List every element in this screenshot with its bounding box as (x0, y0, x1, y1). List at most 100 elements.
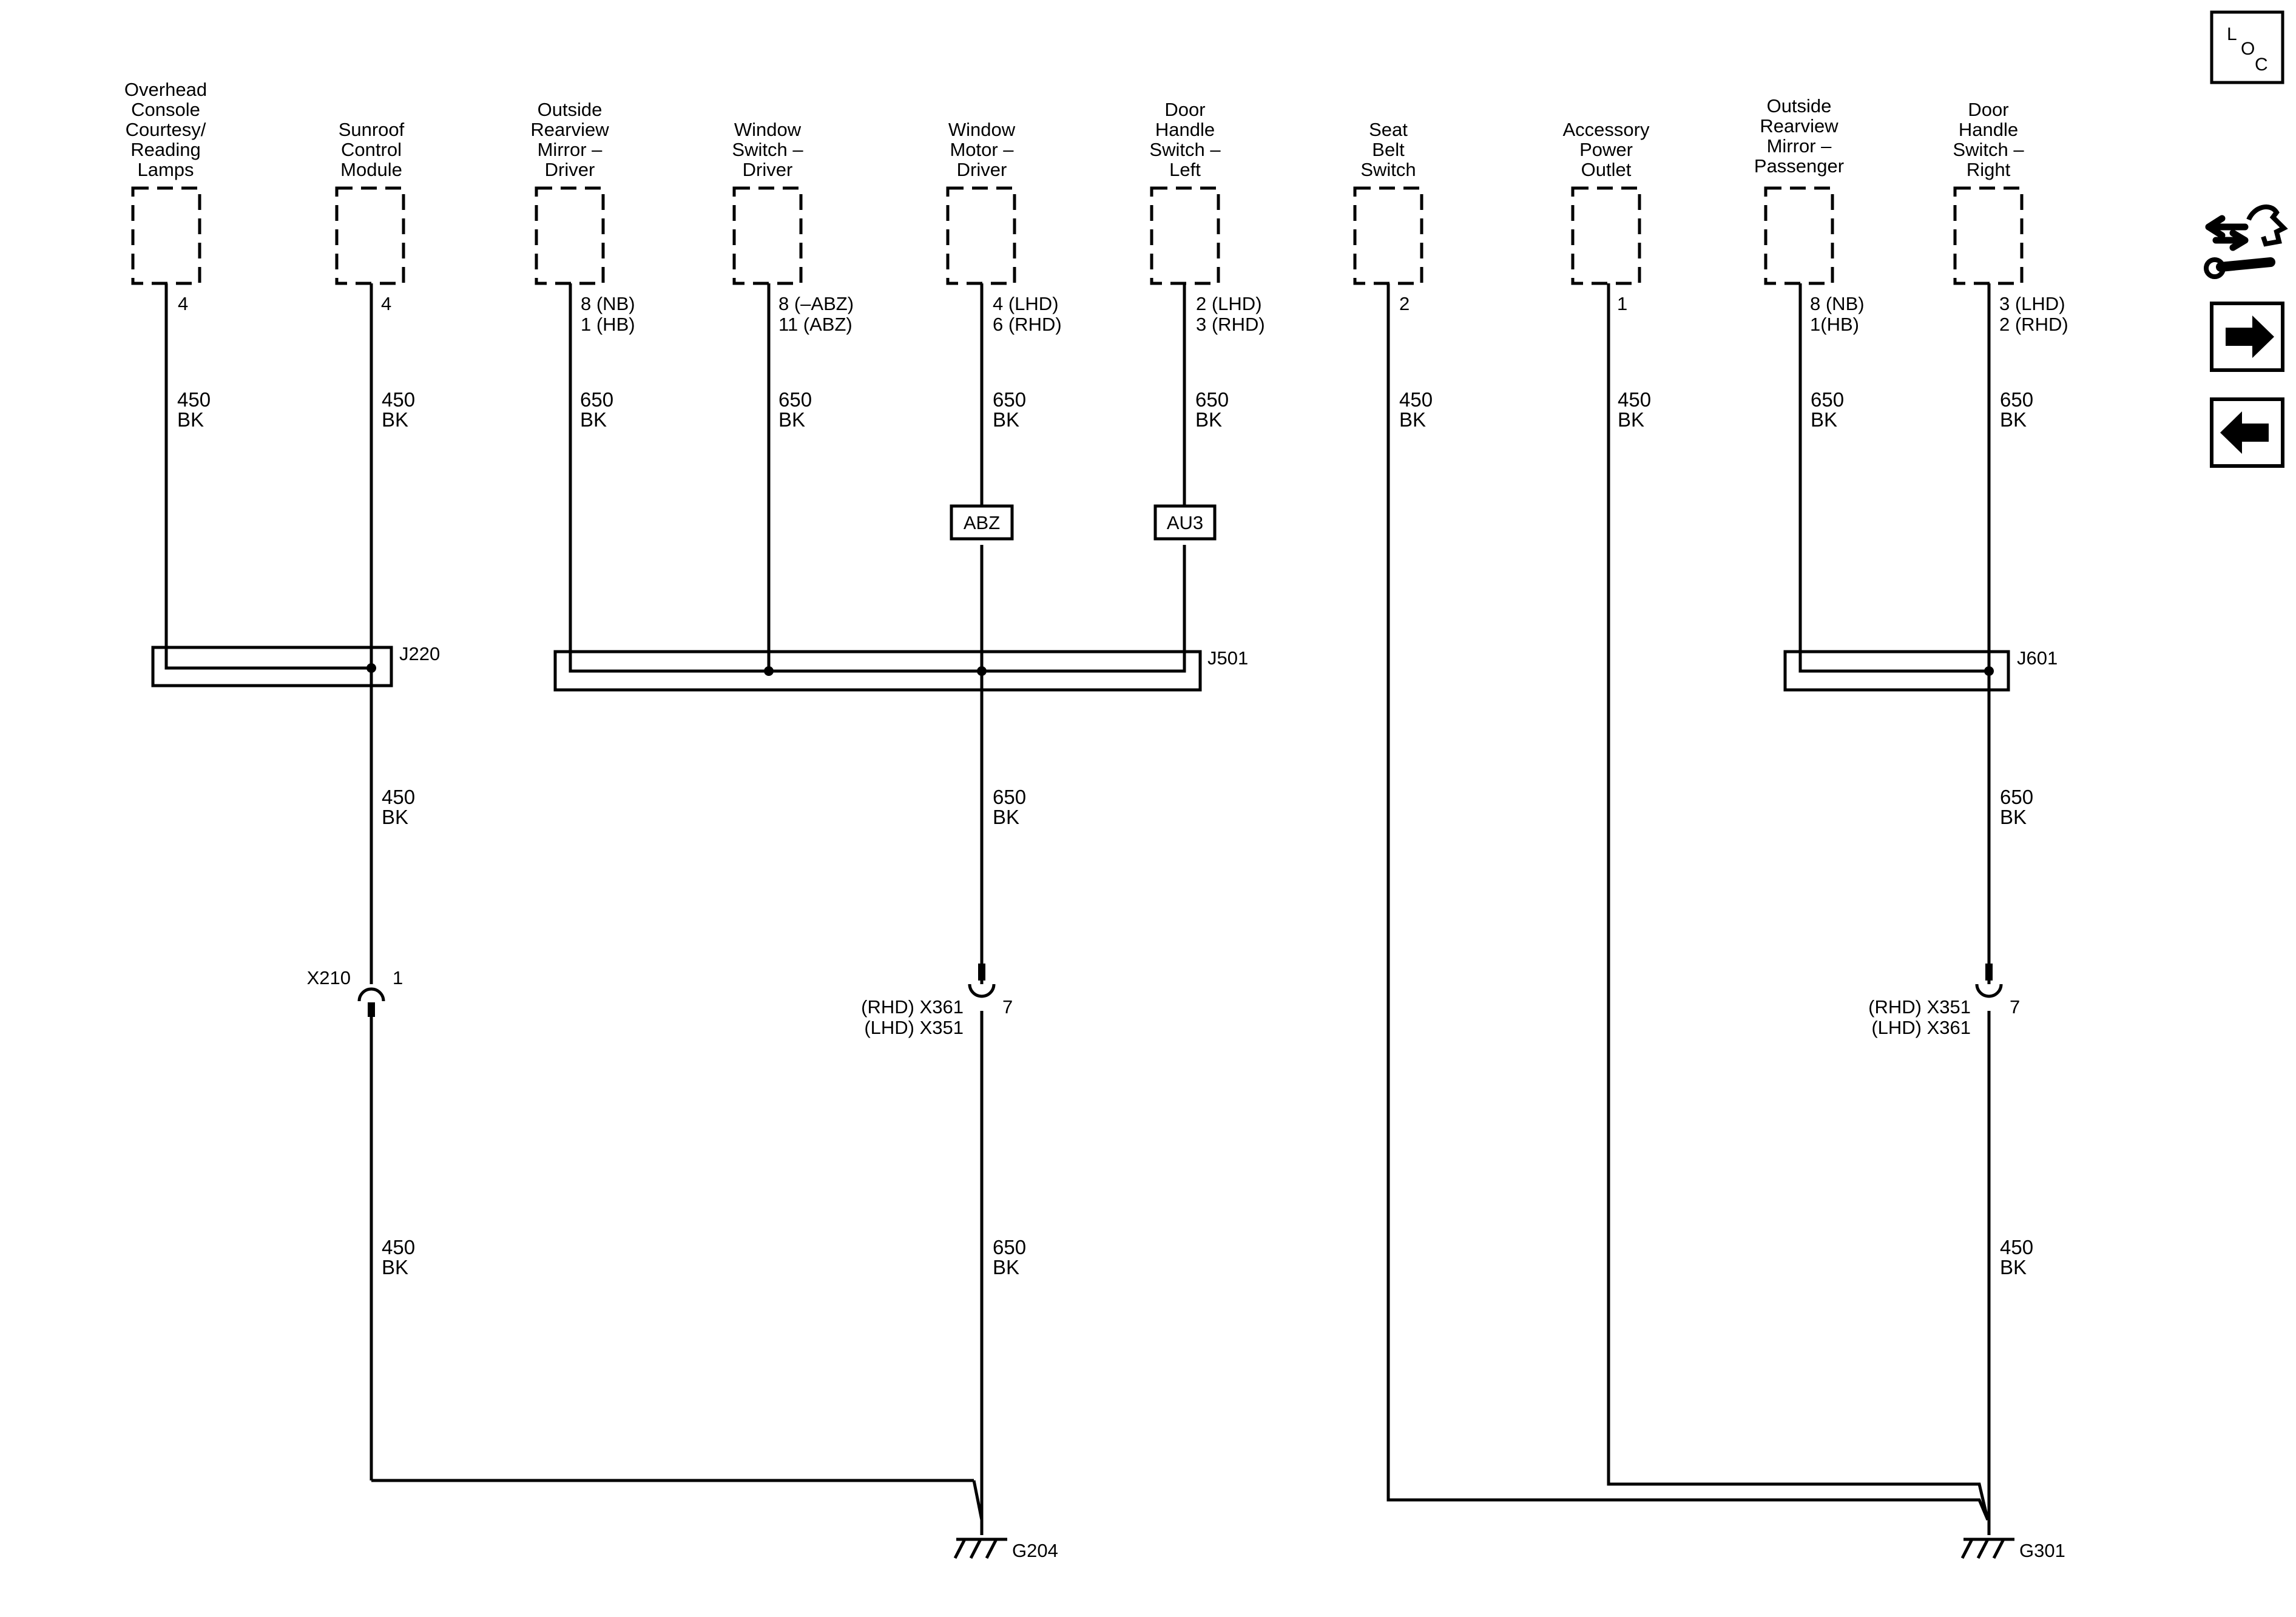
splice-label: J220 (399, 643, 440, 664)
circuit-number: 450 (382, 1236, 415, 1258)
connector-female-icon (357, 987, 385, 1002)
pin-label: 11 (ABZ) (778, 314, 853, 335)
pin-label: 2 (1399, 293, 1410, 314)
component-name-line: Switch – (732, 139, 803, 160)
next-page-icon (2226, 316, 2274, 358)
circuit-number: 650 (1195, 388, 1229, 411)
loc-letter: C (2255, 55, 2268, 75)
component-name-line: Overhead (124, 79, 207, 100)
connector-pin: 7 (1002, 996, 1013, 1018)
option-label: AU3 (1167, 512, 1203, 533)
pin-label: 8 (–ABZ) (778, 293, 854, 314)
wire-color: BK (1399, 408, 1426, 431)
wire-label-sunroof: 450 BK (382, 388, 415, 431)
component-door-handle-switch-right[interactable]: Door Handle Switch – Right 3 (LHD) 2 (RH… (1953, 99, 2068, 335)
splice-box (1783, 650, 2010, 692)
connector-name: (RHD) X361 (861, 996, 964, 1018)
component-name-line: Outside (538, 99, 603, 120)
component-window-switch-driver[interactable]: Window Switch – Driver 8 (–ABZ) 11 (ABZ) (732, 119, 854, 335)
component-name-line: Mirror – (1767, 135, 1832, 157)
component-box (732, 186, 803, 285)
component-name-line: Accessory (1563, 119, 1650, 140)
wire-seat-belt (1386, 283, 1990, 1521)
component-name-line: Belt (1372, 139, 1405, 160)
splice-box (553, 650, 1202, 692)
wire-label-sunroof-mid: 450 BK (382, 786, 415, 828)
circuit-number: 450 (382, 388, 415, 411)
wire-color: BK (993, 1256, 1019, 1278)
connector-pin: 1 (393, 967, 403, 988)
wire-label-mirror-passenger: 650 BK (1811, 388, 1844, 431)
component-name-line: Outside (1767, 95, 1832, 116)
ground-hatch (1976, 1538, 1990, 1559)
component-name-line: Passenger (1754, 155, 1844, 177)
wire-color: BK (2000, 1256, 2027, 1278)
wire-label-overhead: 450 BK (177, 388, 211, 431)
wire-label-sunroof-low: 450 BK (382, 1236, 415, 1278)
pin-label: 2 (LHD) (1196, 293, 1262, 314)
component-box (335, 186, 405, 285)
inline-connector-x210[interactable]: X210 1 (307, 967, 403, 1017)
wire-color: BK (2000, 806, 2027, 828)
component-name-line: Handle (1959, 119, 2018, 140)
component-door-handle-switch-left[interactable]: Door Handle Switch – Left 2 (LHD) 3 (RHD… (1149, 99, 1264, 335)
wire-color: BK (1811, 408, 1837, 431)
component-name-line: Seat (1369, 119, 1408, 140)
wire-accessory (1607, 283, 1990, 1521)
component-window-motor-driver[interactable]: Window Motor – Driver 4 (LHD) 6 (RHD) (946, 119, 1062, 335)
connector-male-icon (978, 964, 985, 981)
component-location-button[interactable]: L O C (2210, 10, 2284, 84)
circuit-number: 650 (2000, 786, 2033, 808)
wire-label-window-motor: 650 BK (993, 388, 1026, 431)
component-box (1953, 186, 2024, 285)
component-overhead-console-lamps[interactable]: Overhead Console Courtesy/ Reading Lamps… (124, 79, 207, 314)
circuit-number: 650 (1811, 388, 1844, 411)
component-location-icon (2210, 10, 2284, 84)
component-name-line: Right (1967, 159, 2011, 180)
wire-mirror-driver (569, 283, 1186, 673)
connector-male-icon (368, 1002, 375, 1017)
ground-hatch (1992, 1538, 2005, 1559)
ground-hatch (1960, 1538, 1974, 1559)
splice-dot (1984, 666, 1994, 676)
wire-label-door-left: 650 BK (1195, 388, 1229, 431)
component-mirror-driver[interactable]: Outside Rearview Mirror – Driver 8 (NB) … (530, 99, 635, 335)
component-name-line: Reading (130, 139, 200, 160)
splice-box (151, 646, 393, 687)
wire-label-right-mid: 650 BK (2000, 786, 2033, 828)
component-name-line: Lamps (137, 159, 194, 180)
component-name-line: Rearview (1760, 115, 1838, 137)
component-name-line: Rearview (530, 119, 609, 140)
wire-color: BK (382, 806, 408, 828)
ground-g301[interactable]: G301 (1960, 1538, 2065, 1561)
circuit-number: 450 (2000, 1236, 2033, 1258)
ground-g204[interactable]: G204 (953, 1538, 1058, 1561)
component-mirror-passenger[interactable]: Outside Rearview Mirror – Passenger 8 (N… (1754, 95, 1865, 335)
option-box-au3: AU3 (1153, 504, 1217, 541)
pin-label: 3 (LHD) (1999, 293, 2065, 314)
wire-label-mirror-driver: 650 BK (580, 388, 613, 431)
component-name-line: Motor – (950, 139, 1014, 160)
circuit-number: 650 (993, 786, 1026, 808)
component-name-line: Driver (545, 159, 595, 180)
inline-connector-x351-right[interactable]: (RHD) X351 (LHD) X361 7 (1868, 964, 2020, 1038)
pin-label: 4 (178, 293, 188, 314)
inline-connector-x361-center[interactable]: (RHD) X361 (LHD) X351 7 (861, 964, 1013, 1038)
next-page-button[interactable] (2210, 302, 2284, 372)
component-name-line: Window (734, 119, 802, 140)
vehicle-service-button[interactable] (2204, 204, 2288, 279)
component-box (1571, 186, 1641, 285)
wire-label-accessory: 450 BK (1618, 388, 1651, 431)
splice-pack-j220: J220 (151, 643, 440, 687)
component-box (946, 186, 1016, 285)
component-name-line: Driver (957, 159, 1007, 180)
pin-label: 4 (LHD) (993, 293, 1059, 314)
component-box (131, 186, 201, 285)
ground-hatch (953, 1538, 967, 1559)
previous-page-button[interactable] (2210, 397, 2284, 468)
wire-color: BK (382, 1256, 408, 1278)
component-name-line: Door (1968, 99, 2008, 120)
ground-hatch (969, 1538, 982, 1559)
component-accessory-power-outlet[interactable]: Accessory Power Outlet 1 (1563, 119, 1650, 314)
